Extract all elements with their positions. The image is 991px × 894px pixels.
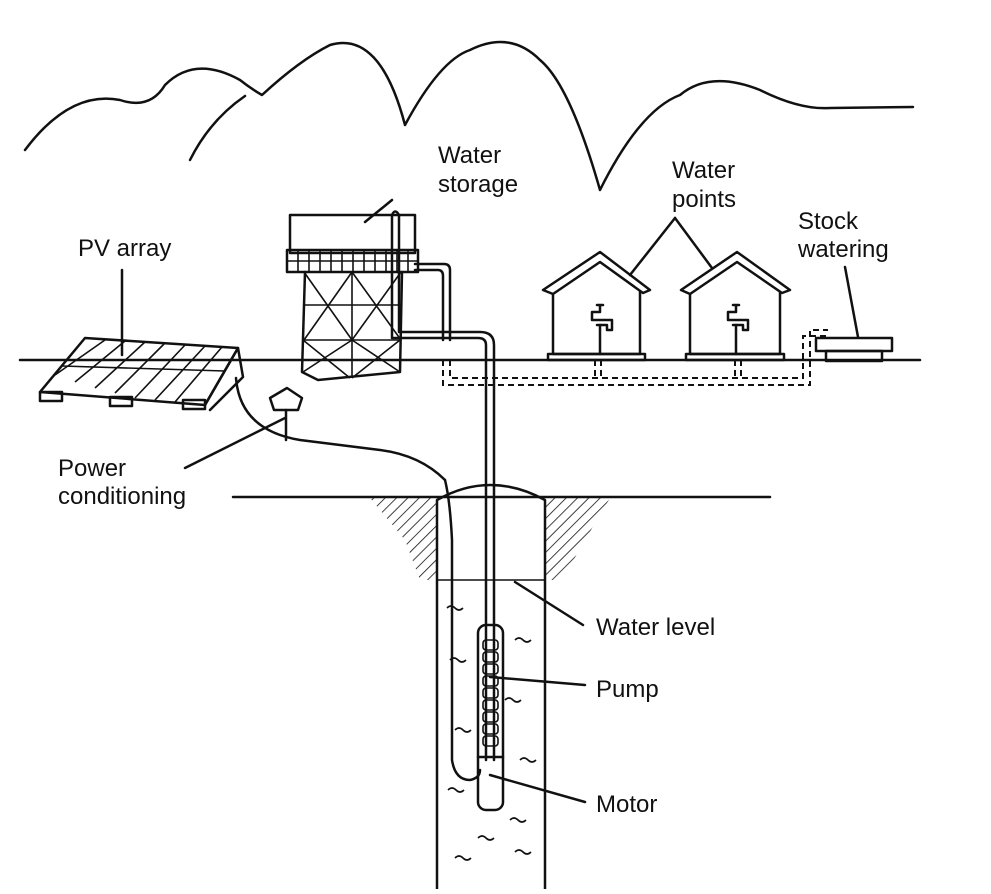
leader-lines xyxy=(120,198,860,804)
label-power-conditioning-line1: Power xyxy=(58,455,126,482)
well-cable xyxy=(443,478,482,782)
pump-motor-assembly xyxy=(476,623,505,812)
label-motor: Motor xyxy=(596,791,657,818)
label-pv-array: PV array xyxy=(78,235,171,262)
power-cable xyxy=(234,376,447,482)
well-casing xyxy=(435,483,547,891)
label-stock-watering-line2: watering xyxy=(797,236,889,263)
soil-hatch-right xyxy=(545,498,610,580)
water-point-house-1 xyxy=(541,250,652,362)
label-water-level: Water level xyxy=(596,614,715,641)
label-pump: Pump xyxy=(596,676,659,703)
distribution-pipe xyxy=(442,329,828,386)
mountain-range xyxy=(23,40,915,192)
label-stock-watering-line1: Stock xyxy=(798,208,859,235)
power-conditioning-unit xyxy=(268,386,304,442)
water-ripples xyxy=(446,605,537,861)
pv-array xyxy=(38,336,245,412)
label-water-storage-line2: storage xyxy=(438,171,518,198)
stock-watering-trough xyxy=(814,336,894,363)
soil-hatch-left xyxy=(370,498,437,580)
label-water-points-line2: points xyxy=(672,186,736,213)
label-water-points-line1: Water xyxy=(672,157,735,184)
water-point-house-2 xyxy=(679,250,792,362)
label-water-storage-line1: Water xyxy=(438,142,501,169)
label-power-conditioning-line2: conditioning xyxy=(58,483,186,510)
outlet-pipe xyxy=(413,262,452,342)
riser-pipe xyxy=(390,210,496,762)
